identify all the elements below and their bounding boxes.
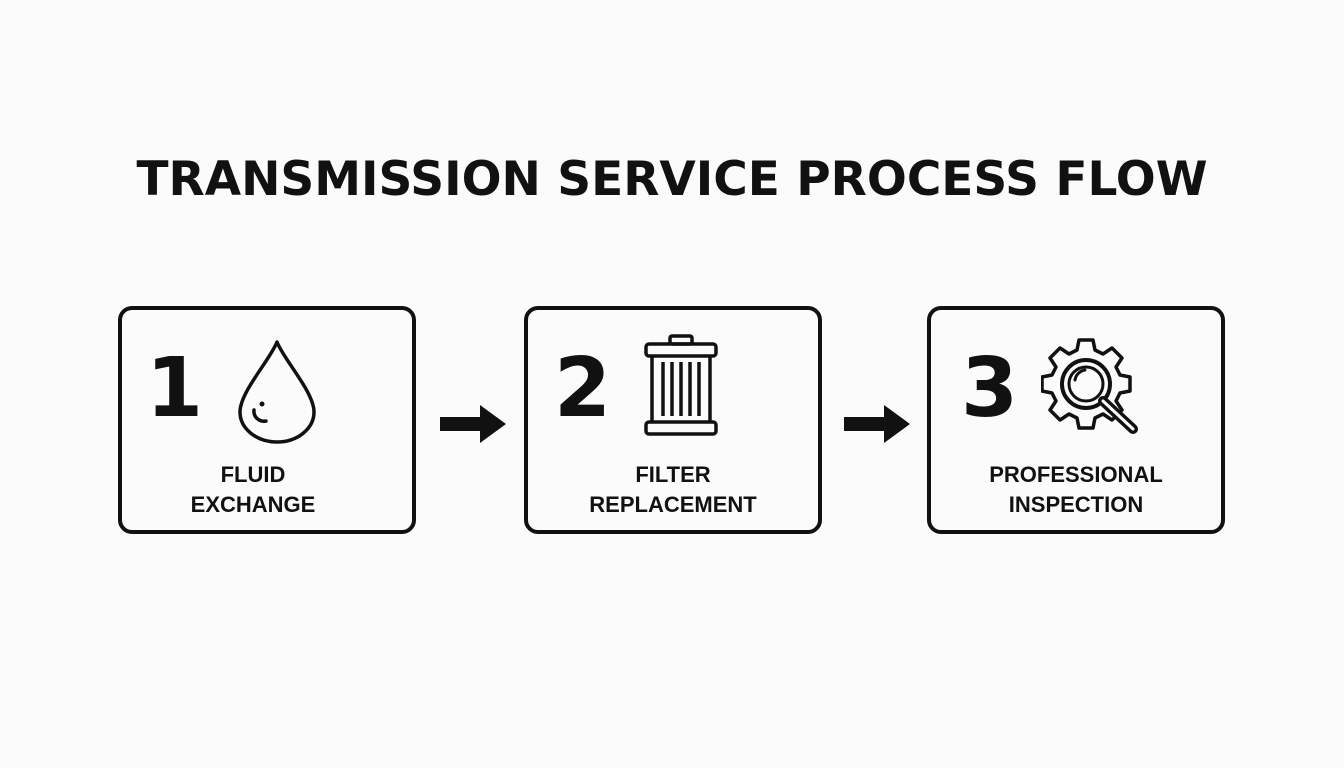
step-card-fluid-exchange: 1 FLUID EXCHANGE bbox=[118, 306, 416, 534]
flow-arrow bbox=[438, 401, 510, 451]
step-number: 2 bbox=[554, 341, 612, 436]
step-label: FLUID EXCHANGE bbox=[108, 460, 398, 520]
step-label-line1: PROFESSIONAL bbox=[989, 462, 1163, 487]
step-label: FILTER REPLACEMENT bbox=[528, 460, 818, 520]
step-label-line2: INSPECTION bbox=[1008, 492, 1144, 517]
flow-arrow bbox=[842, 401, 914, 451]
step-label-line2: EXCHANGE bbox=[190, 492, 316, 517]
step-label-line1: FLUID bbox=[220, 462, 286, 487]
diagram-title: TRANSMISSION SERVICE PROCESS FLOW bbox=[136, 152, 1208, 207]
step-card-professional-inspection: 3 PROFESSIONAL INSPECTION bbox=[927, 306, 1225, 534]
step-card-filter-replacement: 2 FILTER REPLACEMENT bbox=[524, 306, 822, 534]
step-number: 3 bbox=[961, 341, 1019, 436]
filter-icon bbox=[636, 330, 726, 444]
droplet-icon bbox=[232, 330, 322, 454]
step-number: 1 bbox=[146, 341, 204, 436]
step-label: PROFESSIONAL INSPECTION bbox=[931, 460, 1221, 520]
step-label-line2: REPLACEMENT bbox=[589, 492, 757, 517]
gear-magnifier-icon bbox=[1040, 330, 1151, 444]
step-label-line1: FILTER bbox=[635, 462, 711, 487]
